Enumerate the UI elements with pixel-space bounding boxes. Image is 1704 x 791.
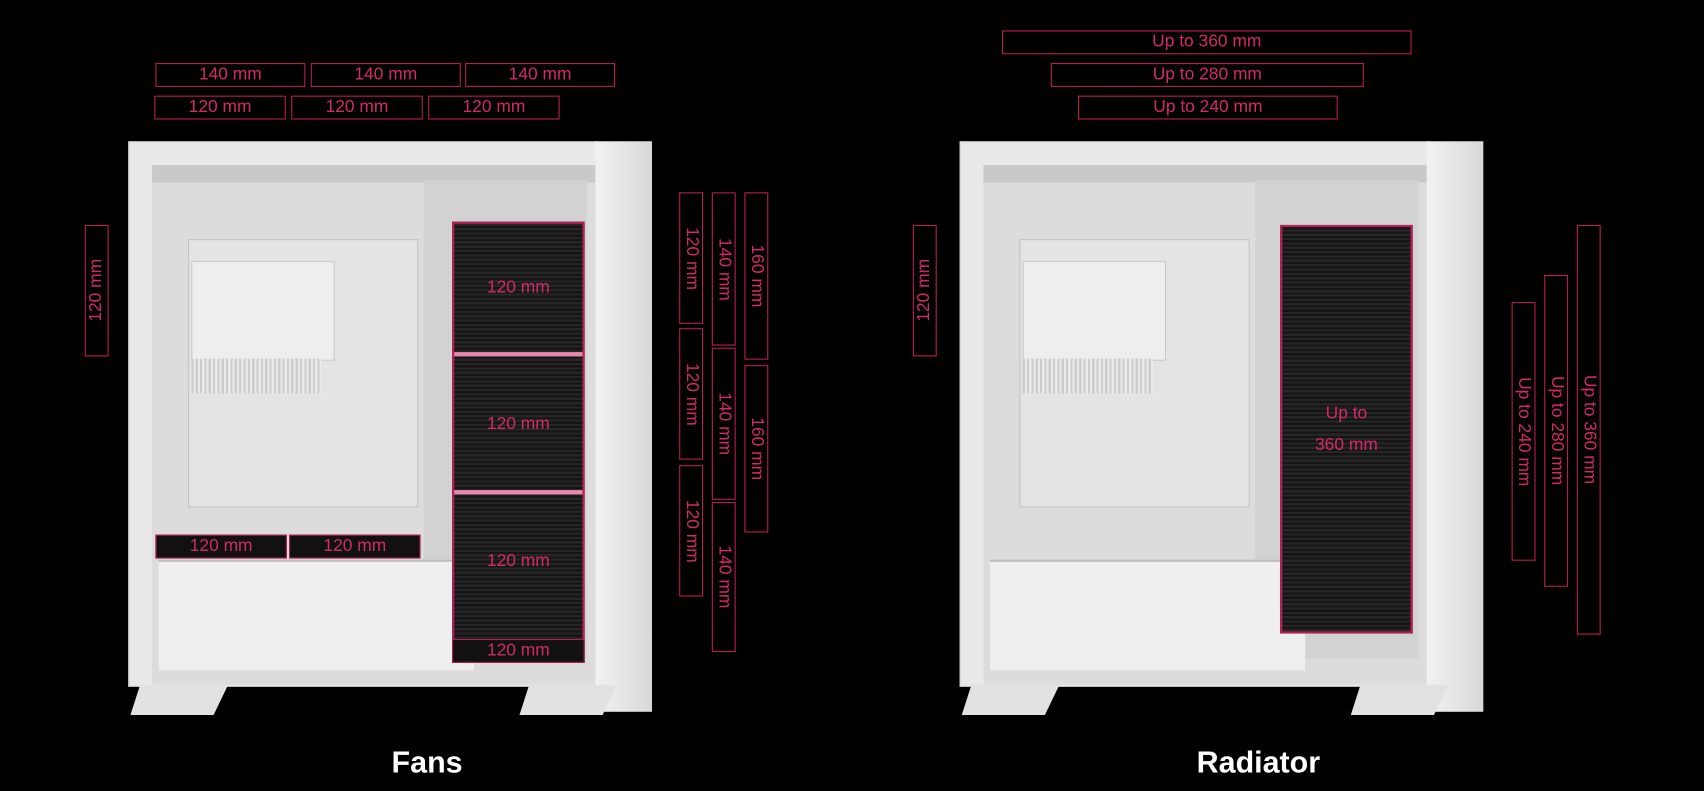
radiator-title: Radiator [1196, 745, 1321, 780]
top-radiator-240: Up to 240 mm [1078, 95, 1338, 120]
side-fan-140-3: 140 mm [711, 502, 736, 653]
front-fan-outline [452, 221, 585, 663]
front-bottom-fan-120: 120 mm [452, 638, 585, 663]
front-radiator-line1: Up to [1325, 404, 1368, 423]
top-fan-120-1: 120 mm [154, 95, 286, 120]
side-fan-140-1: 140 mm [711, 192, 736, 346]
front-radiator-line2: 360 mm [1315, 435, 1378, 455]
front-radiator-area [1280, 224, 1413, 634]
front-fan-2: 120 mm [486, 415, 550, 434]
side-fan-120-1: 120 mm [679, 192, 704, 324]
top-fan-140-3: 140 mm [465, 63, 616, 87]
top-fan-120-2: 120 mm [291, 95, 423, 120]
bottom-fan-120-2: 120 mm [289, 534, 421, 559]
top-radiator-360: Up to 360 mm [1001, 30, 1412, 55]
front-radiator-360: Up to 360 mm [1280, 224, 1413, 634]
side-radiator-240: Up to 240 mm [1511, 302, 1536, 561]
side-radiator-360: Up to 360 mm [1576, 224, 1601, 635]
rear-fan-120: 120 mm [84, 224, 109, 357]
top-radiator-280: Up to 280 mm [1050, 63, 1364, 87]
front-fan-3: 120 mm [486, 552, 550, 571]
fans-title: Fans [391, 745, 463, 780]
top-fan-140-2: 140 mm [310, 63, 461, 87]
rear-radiator-120: 120 mm [912, 224, 937, 357]
bottom-fan-120-1: 120 mm [155, 534, 287, 559]
side-fan-140-2: 140 mm [711, 347, 736, 500]
pc-case-image-fans [128, 141, 660, 717]
top-fan-140-1: 140 mm [155, 63, 306, 87]
side-fan-120-2: 120 mm [679, 328, 704, 460]
side-fan-160-2: 160 mm [744, 365, 769, 533]
side-radiator-280: Up to 280 mm [1544, 274, 1569, 587]
top-fan-120-3: 120 mm [428, 95, 560, 120]
front-fan-1: 120 mm [486, 278, 550, 297]
side-fan-160-1: 160 mm [744, 192, 769, 360]
side-fan-120-3: 120 mm [679, 465, 704, 597]
front-fan-area [452, 221, 585, 663]
